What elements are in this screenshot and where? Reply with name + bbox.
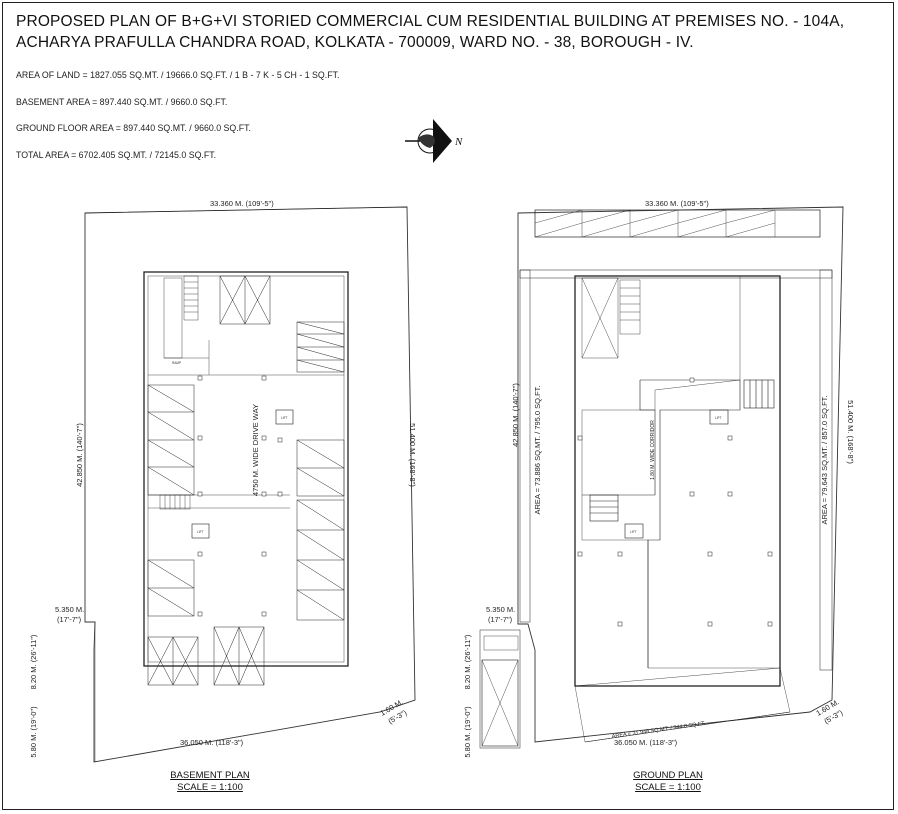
basement-labels: 33.360 M. (109'-5") 42.850 M. (140'-7") … xyxy=(29,199,417,758)
basement-dim-right: 51.400 M. (168'-8") xyxy=(408,423,417,487)
ground-lift-2: LIFT xyxy=(630,530,637,534)
ground-lift-1: LIFT xyxy=(715,416,722,420)
ground-dim-right: 51.400 M. (168'-8") xyxy=(846,400,855,464)
ground-labels: 33.360 M. (109'-5") 42.850 M. (140'-7") … xyxy=(463,199,855,758)
basement-ramp-note: RAMP xyxy=(172,361,181,365)
ground-dim-left-lower-2: 5.80 M. (19'-0") xyxy=(463,706,472,758)
basement-dim-step: 5.350 M. xyxy=(55,605,84,614)
ground-dim-bottom: 36.050 M. (118'-3") xyxy=(614,738,678,747)
ground-plan-scale: SCALE = 1:100 xyxy=(635,782,701,793)
basement-dim-left-lower-2: 5.80 M. (19'-0") xyxy=(29,706,38,758)
parking-bays xyxy=(147,275,345,686)
basement-plan-caption: BASEMENT PLAN SCALE = 1:100 xyxy=(150,770,270,794)
ground-dim-step: 5.350 M. xyxy=(486,605,515,614)
basement-dim-step-ft: (17'-7") xyxy=(57,615,82,624)
ground-plan-caption: GROUND PLAN SCALE = 1:100 xyxy=(608,770,728,794)
basement-dim-left-lower-1: 8.20 M. (26'-11") xyxy=(29,634,38,689)
basement-plan xyxy=(84,206,416,763)
title-line-2: ACHARYA PRAFULLA CHANDRA ROAD, KOLKATA -… xyxy=(16,34,694,51)
title-line-1: PROPOSED PLAN OF B+G+VI STORIED COMMERCI… xyxy=(16,13,845,30)
ground-dim-left-lower-1: 8.20 M. (26'-11") xyxy=(463,634,472,689)
area-of-land: AREA OF LAND = 1827.055 SQ.MT. / 19666.0… xyxy=(16,70,340,80)
ground-area-left: AREA = 73.886 SQ.MT. / 795.0 SQ.FT. xyxy=(533,385,542,514)
drawing-title: PROPOSED PLAN OF B+G+VI STORIED COMMERCI… xyxy=(16,11,844,53)
ground-floor-area: GROUND FLOOR AREA = 897.440 SQ.MT. / 966… xyxy=(16,123,251,133)
ground-dim-top: 33.360 M. (109'-5") xyxy=(645,199,709,208)
north-arrow-icon: N xyxy=(405,119,463,163)
north-label: N xyxy=(454,136,463,148)
total-area: TOTAL AREA = 6702.405 SQ.MT. / 72145.0 S… xyxy=(16,149,217,160)
ground-plan xyxy=(479,206,844,749)
ground-dim-step-ft: (17'-7") xyxy=(488,615,513,624)
basement-plan-title: BASEMENT PLAN xyxy=(170,770,250,781)
ground-plan-title: GROUND PLAN xyxy=(633,770,703,781)
basement-lift-1: LIFT xyxy=(281,416,288,420)
basement-lift-2: LIFT xyxy=(197,530,204,534)
ground-corridor: 1.80 M. WIDE CORRIDOR xyxy=(650,420,656,480)
ground-dim-left: 42.850 M. (140'-7") xyxy=(511,383,520,447)
basement-dim-left: 42.850 M. (140'-7") xyxy=(75,423,84,487)
ground-area-right: AREA = 79.643 SQ.MT. / 857.0 SQ.FT. xyxy=(820,395,829,524)
basement-area: BASEMENT AREA = 897.440 SQ.MT. / 9660.0 … xyxy=(16,96,228,107)
basement-drive-way: 4750 M. WIDE DRIVE WAY xyxy=(251,404,260,496)
area-statement: AREA OF LAND = 1827.055 SQ.MT. / 19666.0… xyxy=(16,70,339,176)
basement-plan-scale: SCALE = 1:100 xyxy=(177,782,243,793)
basement-dim-bottom: 36.050 M. (118'-3") xyxy=(180,738,244,747)
basement-dim-top: 33.360 M. (109'-5") xyxy=(210,199,274,208)
